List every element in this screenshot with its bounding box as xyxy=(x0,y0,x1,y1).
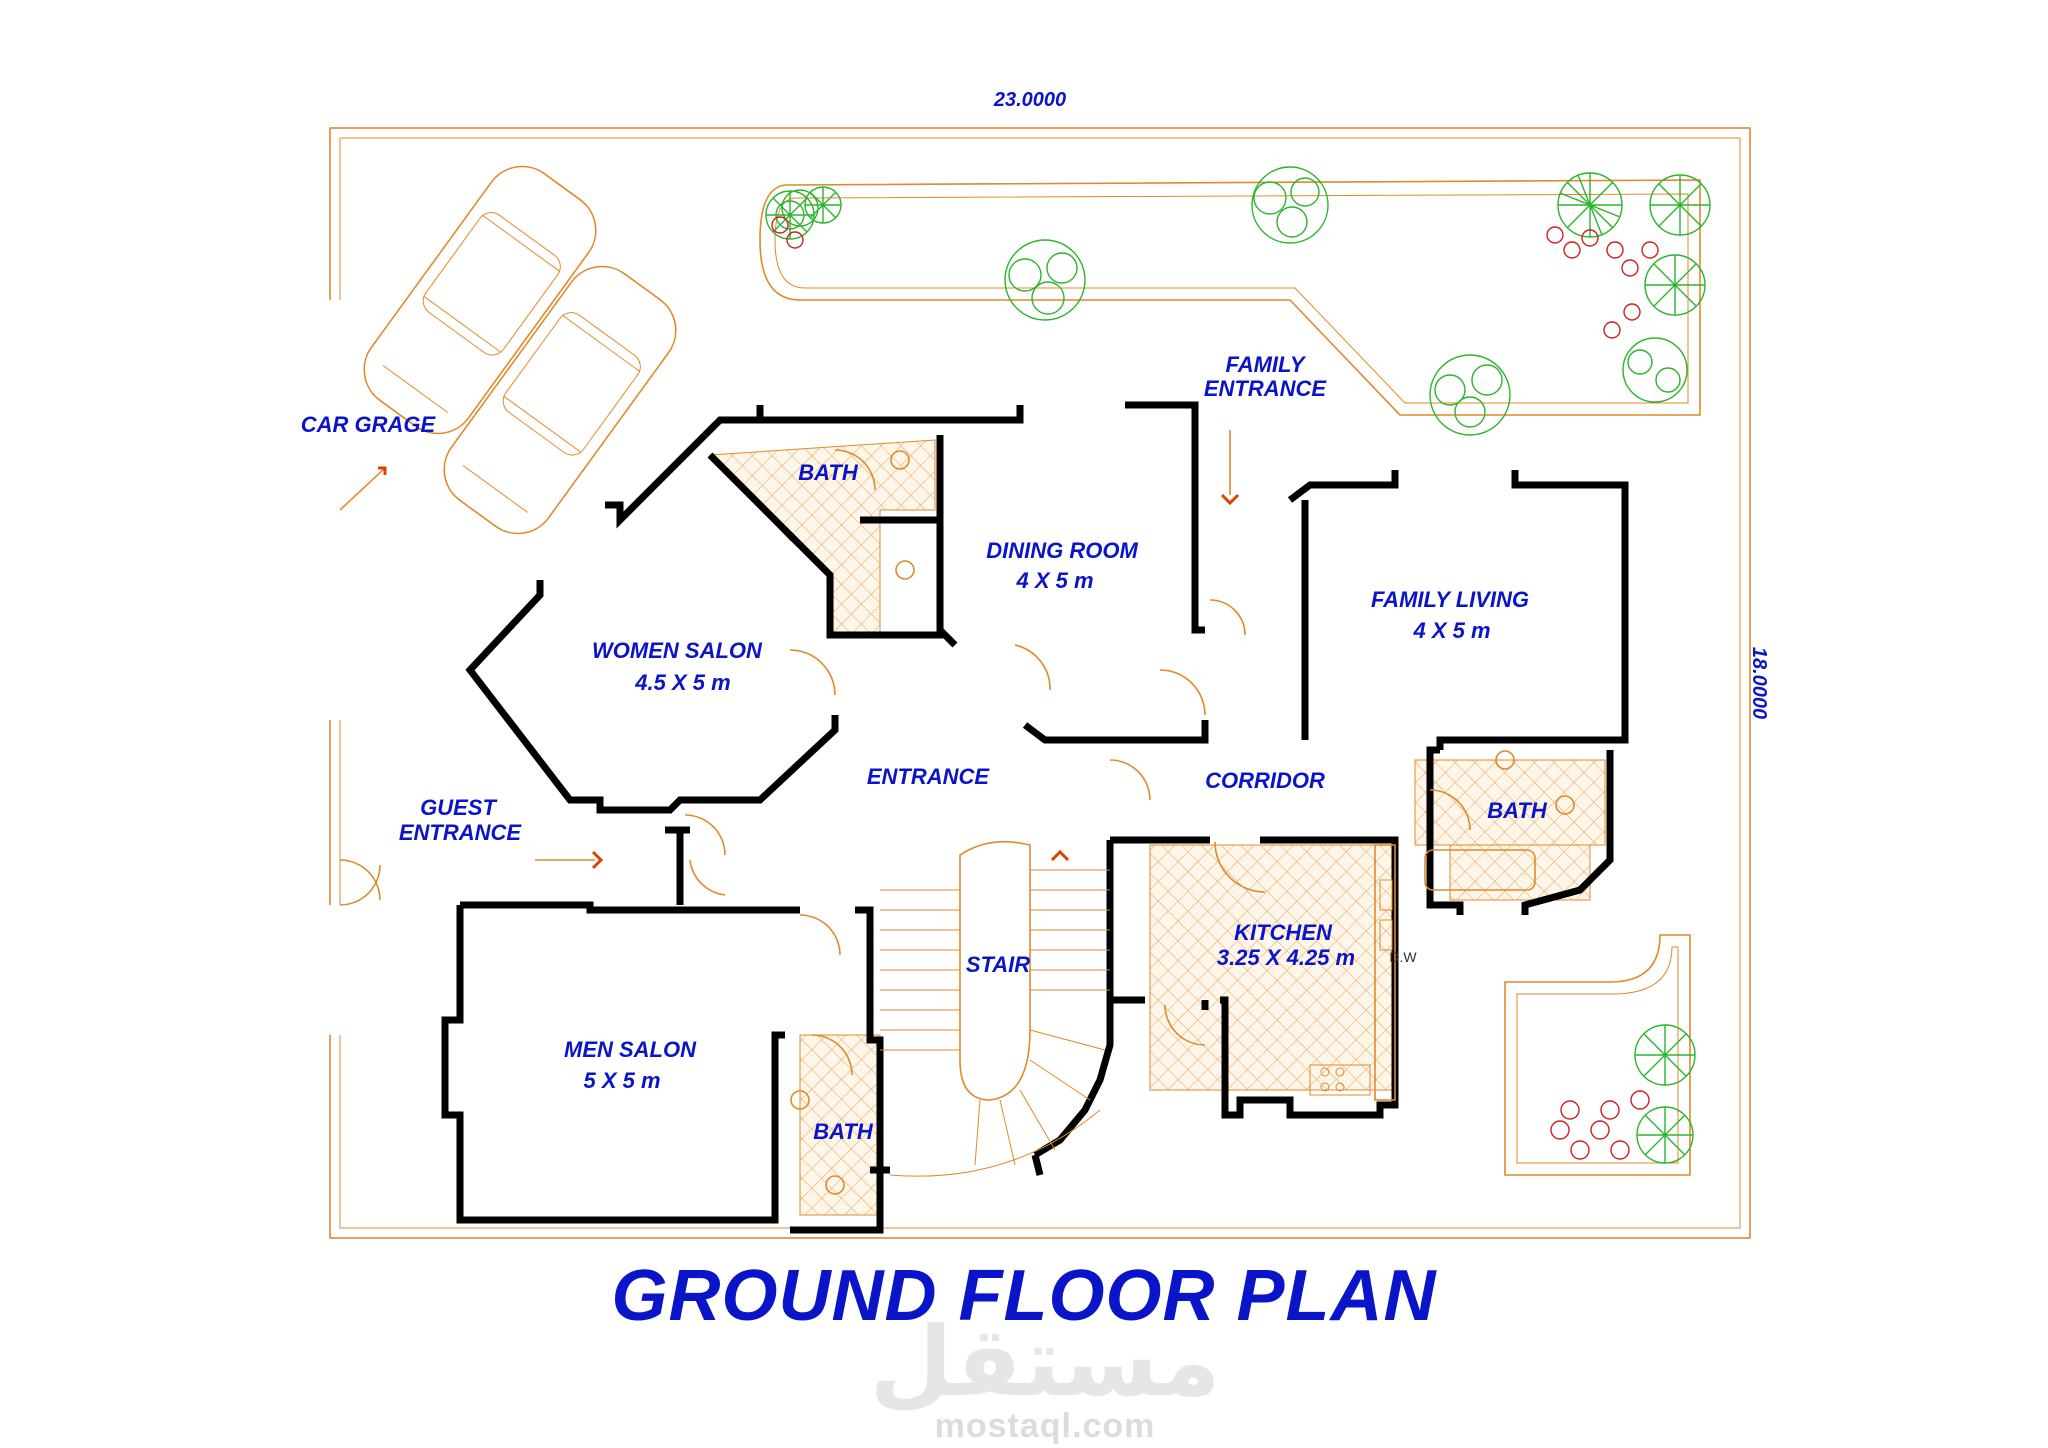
palm-icon xyxy=(1557,172,1623,238)
shrub-icon xyxy=(1251,166,1329,244)
dining-room-label: DINING ROOM xyxy=(986,538,1138,563)
men-salon-label: MEN SALON xyxy=(564,1037,697,1062)
svg-text:مستقل: مستقل xyxy=(869,1306,1220,1418)
family-living-size: 4 X 5 m xyxy=(1412,618,1490,643)
flower-bed-icon xyxy=(1546,226,1659,339)
palm-icon xyxy=(771,189,819,249)
guest-entrance-label-2: ENTRANCE xyxy=(399,820,523,845)
shrub-icon xyxy=(1429,354,1511,436)
entrance-label: ENTRANCE xyxy=(867,764,991,789)
tree-icon xyxy=(804,186,842,224)
bottom-garden-bed xyxy=(1504,934,1691,1176)
car-garage-label: CAR GRAGE xyxy=(301,412,437,437)
depth-dimension: 18.0000 xyxy=(1748,647,1770,719)
tiled-areas xyxy=(708,439,1606,1216)
kitchen-counter xyxy=(1309,844,1396,1101)
women-salon-size: 4.5 X 5 m xyxy=(634,670,730,695)
bath-bottom-label: BATH xyxy=(813,1119,874,1144)
family-living-label: FAMILY LIVING xyxy=(1371,587,1529,612)
plot-boundary xyxy=(326,127,1751,1239)
palm-icon xyxy=(1649,174,1711,236)
dishwasher-label: D.W xyxy=(1389,949,1417,965)
palm-icon xyxy=(1634,1024,1696,1086)
tree-icon xyxy=(765,190,815,240)
door-swings xyxy=(339,449,1471,1076)
car-icon xyxy=(363,165,597,435)
stair xyxy=(880,840,1110,1177)
kitchen-size: 3.25 X 4.25 m xyxy=(1217,945,1355,970)
entrance-arrow-icon xyxy=(535,430,1240,870)
shrub-icon xyxy=(1004,239,1086,321)
men-salon-size: 5 X 5 m xyxy=(583,1068,660,1093)
car-icon xyxy=(443,265,677,535)
toilet-icon xyxy=(790,450,1575,1195)
flower-bed-icon xyxy=(1550,1090,1650,1160)
shrub-icon xyxy=(1622,337,1688,403)
palm-icon xyxy=(1636,1106,1694,1164)
family-entrance-label-1: FAMILY xyxy=(1225,352,1306,377)
women-salon-label: WOMEN SALON xyxy=(592,638,763,663)
palm-icon xyxy=(1644,254,1706,316)
corridor-label: CORRIDOR xyxy=(1205,768,1325,793)
bath-right-label: BATH xyxy=(1487,798,1548,823)
width-dimension: 23.0000 xyxy=(993,89,1066,111)
stair-label: STAIR xyxy=(966,952,1030,977)
dining-room-size: 4 X 5 m xyxy=(1015,568,1093,593)
plan-title: GROUND FLOOR PLAN xyxy=(611,1256,1437,1336)
car-entry-arrow-icon xyxy=(339,466,387,511)
bath-top-label: BATH xyxy=(798,460,859,485)
watermark-logo: مستقل mostaql.com xyxy=(869,1306,1220,1445)
svg-text:mostaql.com: mostaql.com xyxy=(935,1407,1156,1445)
kitchen-label: KITCHEN xyxy=(1234,920,1333,945)
guest-entrance-label-1: GUEST xyxy=(420,795,497,820)
family-entrance-label-2: ENTRANCE xyxy=(1204,376,1328,401)
bathtub-icon xyxy=(1424,849,1536,891)
